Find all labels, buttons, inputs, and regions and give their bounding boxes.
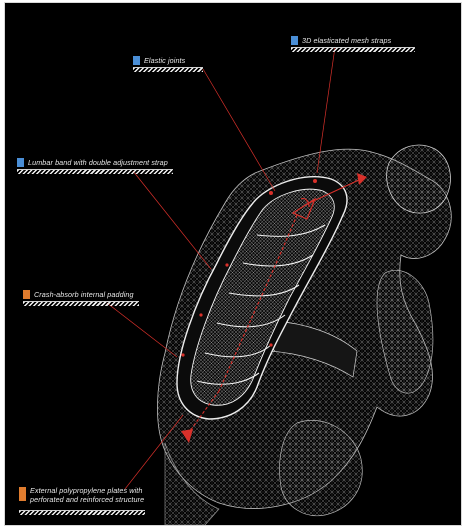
callout-crash-padding: Crash-absorb internal padding bbox=[23, 289, 139, 306]
hatch-underline bbox=[19, 510, 145, 515]
callout-lumbar-band: Lumbar band with double adjustment strap bbox=[17, 157, 173, 174]
callout-elastic-joints-text: Elastic joints bbox=[144, 57, 185, 65]
callout-external-plates-text: External polypropylene plates with perfo… bbox=[30, 487, 145, 504]
blue-marker bbox=[291, 36, 298, 45]
hatch-underline bbox=[23, 301, 139, 306]
callout-lumbar-band-text: Lumbar band with double adjustment strap bbox=[28, 159, 168, 167]
hatch-underline bbox=[133, 67, 203, 72]
orange-marker bbox=[19, 487, 26, 501]
callout-elastic-joints: Elastic joints bbox=[133, 55, 203, 72]
blue-marker bbox=[133, 56, 140, 65]
callout-external-plates: External polypropylene plates with perfo… bbox=[19, 487, 145, 515]
back-protector-illustration bbox=[5, 3, 462, 526]
orange-marker bbox=[23, 290, 30, 299]
callout-mesh-straps-text: 3D elasticated mesh straps bbox=[302, 37, 391, 45]
blue-marker bbox=[17, 158, 24, 167]
diagram-frame: Elastic joints 3D elasticated mesh strap… bbox=[4, 2, 462, 526]
hatch-underline bbox=[17, 169, 173, 174]
hatch-underline bbox=[291, 47, 415, 52]
callout-mesh-straps: 3D elasticated mesh straps bbox=[291, 35, 415, 52]
callout-crash-padding-text: Crash-absorb internal padding bbox=[34, 291, 134, 299]
